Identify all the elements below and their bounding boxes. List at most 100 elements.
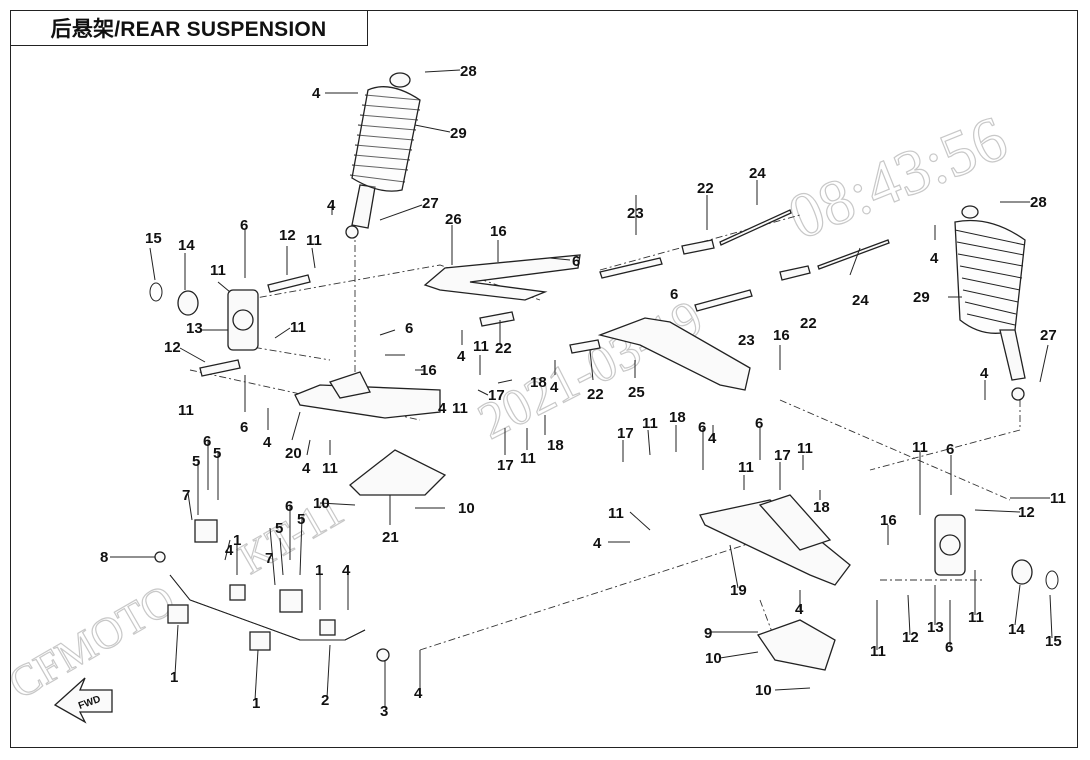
callout-4: 4 [263,434,272,451]
callout-11: 11 [912,439,928,456]
callout-11: 11 [473,338,489,355]
callout-11: 11 [520,450,536,467]
callout-12: 12 [164,339,181,356]
bearing-left [177,290,199,316]
skid-plate-right [756,619,836,671]
callout-5: 5 [192,453,200,470]
callout-12: 12 [279,227,296,244]
callout-4: 4 [795,601,804,618]
callout-11: 11 [1050,490,1066,507]
callout-25: 25 [628,384,645,401]
callout-29: 29 [450,125,467,142]
callout-5: 5 [213,445,221,462]
callout-11: 11 [608,505,624,522]
callout-14: 14 [1008,621,1025,638]
callout-18: 18 [547,437,564,454]
snap-ring-left [149,282,163,302]
callout-4: 4 [302,460,311,477]
callout-11: 11 [738,459,754,476]
callout-6: 6 [285,498,293,515]
lower-a-arm-right [699,494,851,586]
callout-8: 8 [100,549,108,566]
callout-6: 6 [755,415,763,432]
callout-10: 10 [458,500,475,517]
callout-6: 6 [203,433,211,450]
callout-6: 6 [572,253,580,270]
callout-4: 4 [327,197,336,214]
callout-11: 11 [306,232,322,249]
callout-17: 17 [488,387,505,404]
callout-23: 23 [738,332,755,349]
callout-28: 28 [1030,194,1047,211]
shafts-and-bushings [199,209,890,377]
knuckle-right [934,514,966,576]
callout-4: 4 [708,430,717,447]
callout-17: 17 [617,425,634,442]
callout-22: 22 [800,315,817,332]
callout-4: 4 [457,348,466,365]
callout-11: 11 [210,262,226,279]
callout-17: 17 [774,447,791,464]
leader-lines [110,69,1053,708]
fwd-arrow: FWD [53,677,113,724]
callout-24: 24 [749,165,766,182]
callout-13: 13 [186,320,203,337]
callout-1: 1 [233,532,241,549]
callout-10: 10 [313,495,330,512]
callout-6: 6 [698,419,706,436]
upper-a-arm-right [597,317,751,391]
callout-11: 11 [178,402,194,419]
callout-17: 17 [497,457,514,474]
callout-18: 18 [669,409,686,426]
assembly-lines [189,214,1021,651]
snap-ring-right [1045,570,1059,590]
lower-a-arm-left [294,371,441,419]
callout-16: 16 [773,327,790,344]
callout-6: 6 [240,217,248,234]
callout-4: 4 [414,685,423,702]
page-title: 后悬架/REAR SUSPENSION [50,17,327,41]
callout-24: 24 [852,292,869,309]
callout-4: 4 [225,542,234,559]
callout-4: 4 [342,562,351,579]
callout-1: 1 [252,695,260,712]
callout-15: 15 [1045,633,1062,650]
callout-10: 10 [705,650,722,667]
callout-19: 19 [730,582,747,599]
callout-11: 11 [968,609,984,626]
callout-11: 11 [870,643,886,660]
callout-7: 7 [182,487,190,504]
callout-16: 16 [490,223,507,240]
callout-11: 11 [322,460,338,477]
callout-5: 5 [297,511,305,528]
callout-12: 12 [902,629,919,646]
callout-18: 18 [813,499,830,516]
callout-21: 21 [382,529,399,546]
callout-11: 11 [797,440,813,457]
callout-23: 23 [627,205,644,222]
callout-22: 22 [697,180,714,197]
skid-plate-left [349,449,447,496]
callout-7: 7 [265,550,273,567]
title-box: 后悬架/REAR SUSPENSION [10,10,368,46]
callout-10: 10 [755,682,772,699]
callout-12: 12 [1018,504,1035,521]
callout-1: 1 [170,669,178,686]
callout-6: 6 [945,639,953,656]
callout-16: 16 [880,512,897,529]
callout-18: 18 [530,374,547,391]
callout-11: 11 [642,415,658,432]
shock-absorber-right [954,205,1026,401]
callout-29: 29 [913,289,930,306]
callout-16: 16 [420,362,437,379]
callout-4: 4 [438,400,447,417]
callout-2: 2 [321,692,329,709]
callout-11: 11 [452,400,468,417]
bearing-right [1011,559,1033,585]
callout-numbers: 28 4 29 4 27 26 16 6 23 22 24 24 28 4 29… [100,63,1066,720]
callout-5: 5 [275,520,283,537]
callout-6: 6 [670,286,678,303]
diagram-frame [10,10,1078,748]
callout-9: 9 [704,625,712,642]
